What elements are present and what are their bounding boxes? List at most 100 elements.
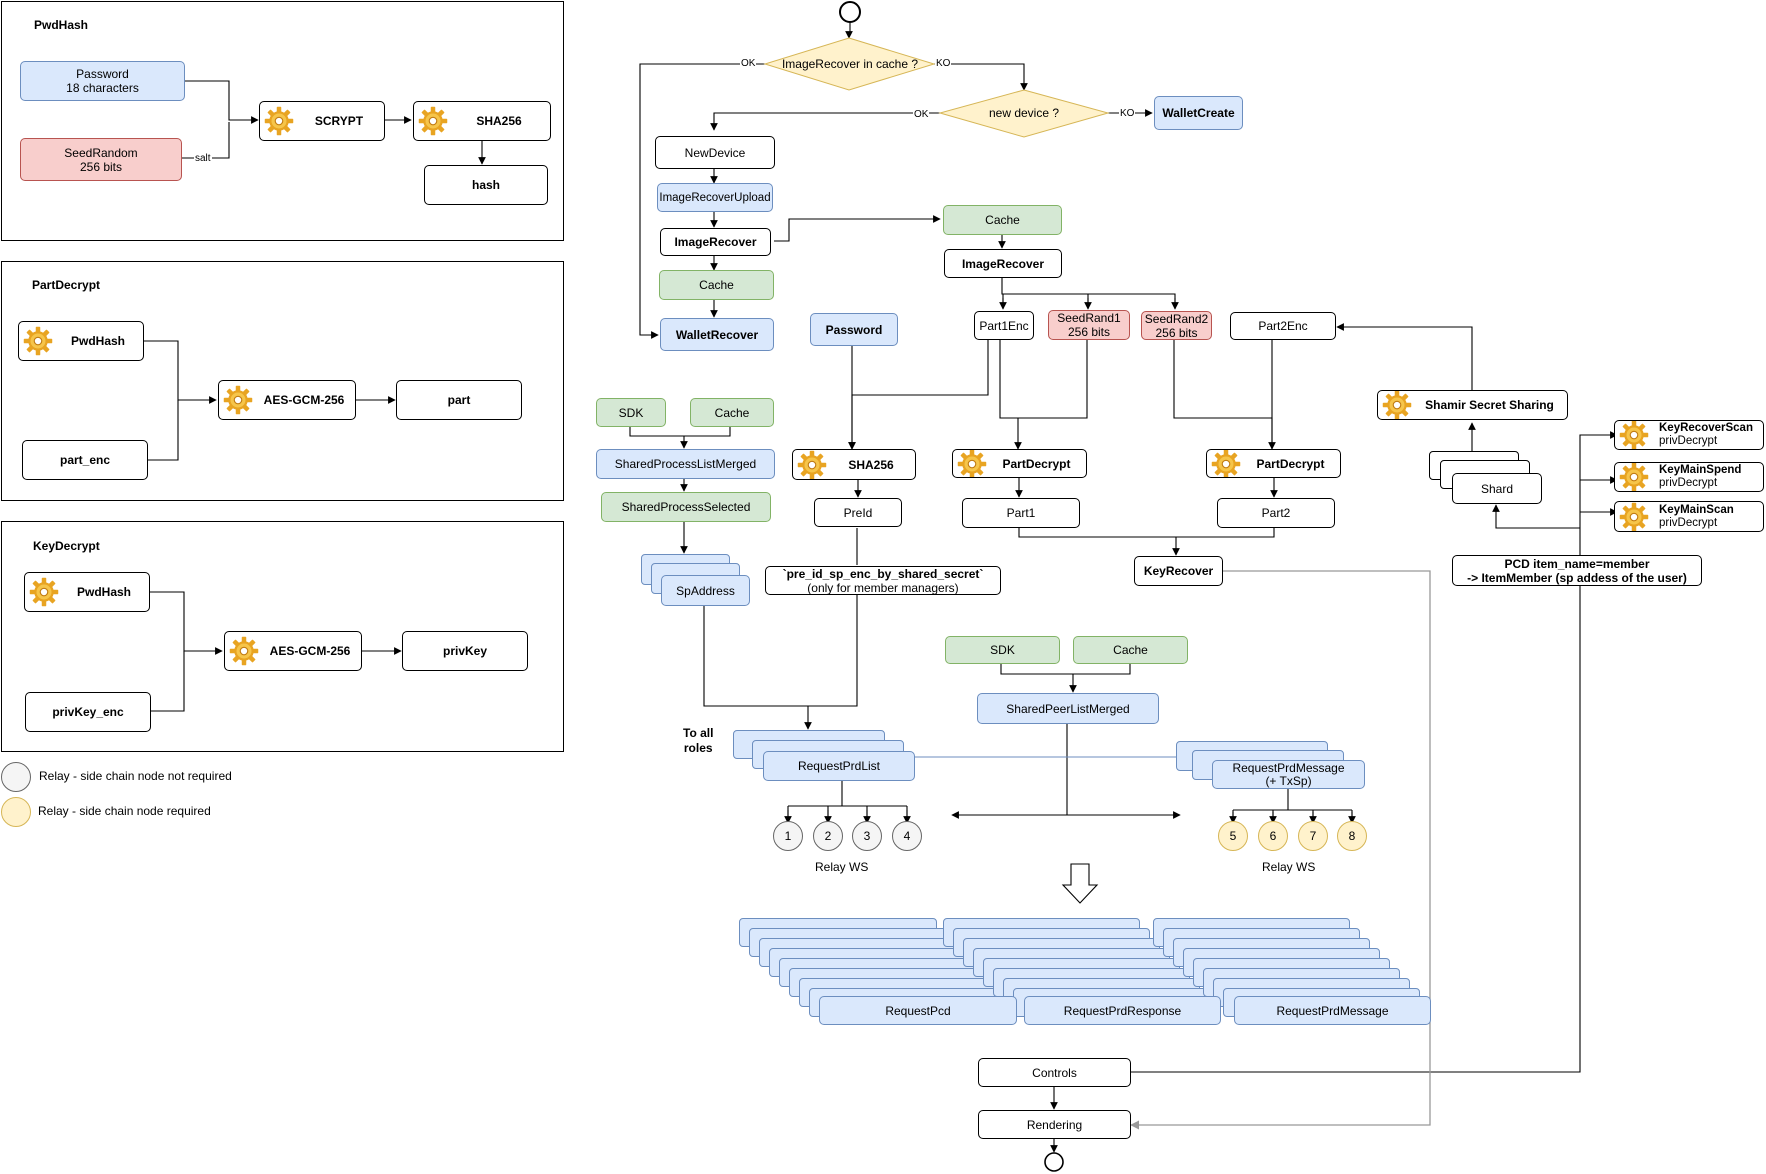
request-prd-list-node[interactable]: RequestPrdList: [763, 751, 915, 781]
wallet-create-node[interactable]: WalletCreate: [1154, 96, 1243, 130]
hollow-down-arrow: [1061, 863, 1099, 904]
shard-node[interactable]: Shard: [1452, 473, 1542, 504]
part1-node[interactable]: Part1: [962, 498, 1080, 528]
decision-device[interactable]: new device ?: [988, 106, 1060, 120]
part2-node[interactable]: Part2: [1217, 498, 1335, 528]
image-recover-node-1[interactable]: ImageRecover: [660, 228, 771, 256]
sp-address-node[interactable]: SpAddress: [661, 575, 750, 606]
frame-pwdhash: [1, 1, 564, 241]
gear-icon: [418, 106, 448, 136]
scrypt-node[interactable]: SCRYPT: [259, 101, 385, 141]
relay-node-3[interactable]: 3: [852, 821, 882, 851]
shamir-node[interactable]: Shamir Secret Sharing: [1377, 390, 1568, 420]
key-node-1[interactable]: KeyRecoverScan privDecrypt: [1614, 420, 1764, 450]
image-recover-upload-node[interactable]: ImageRecoverUpload: [657, 183, 773, 212]
sha256-node[interactable]: SHA256: [413, 101, 551, 141]
new-device-node[interactable]: NewDevice: [655, 136, 775, 169]
preid-node[interactable]: PreId: [814, 498, 902, 527]
controls-node[interactable]: Controls: [978, 1058, 1131, 1087]
seedrand2-sublabel: 256 bits: [1155, 325, 1198, 340]
pcd-item-member-node[interactable]: PCD item_name=member -> ItemMember (sp a…: [1452, 555, 1702, 586]
seedrand2-node[interactable]: SeedRand2 256 bits: [1141, 311, 1212, 340]
key-node-3[interactable]: KeyMainScan privDecrypt: [1614, 501, 1764, 532]
privkey-node[interactable]: privKey: [402, 631, 528, 671]
wallet-recover-node[interactable]: WalletRecover: [660, 318, 774, 351]
gear-icon: [1619, 462, 1649, 492]
cache-node-1[interactable]: Cache: [659, 270, 774, 300]
frame-keydecrypt: [1, 521, 564, 752]
gear-icon: [29, 577, 59, 607]
relay-node-5[interactable]: 5: [1218, 821, 1248, 851]
edge-pwdhash-aes2: [149, 591, 223, 655]
edge-cache4-peer: [1073, 663, 1131, 675]
shared-peer-list-merged-node[interactable]: SharedPeerListMerged: [977, 693, 1159, 724]
pre-id-shared-secret-node[interactable]: `pre_id_sp_enc_by_shared_secret` (only f…: [765, 566, 1001, 595]
shamir-label: Shamir Secret Sharing: [1425, 398, 1554, 412]
part-decrypt-label-1: PartDecrypt: [1002, 456, 1071, 471]
key-sub-3: privDecrypt: [1659, 516, 1718, 529]
edge-cache3-merged: [684, 426, 731, 437]
pwdhash-node-2[interactable]: PwdHash: [24, 572, 150, 612]
password-label: Password: [76, 67, 129, 81]
cache-node-3[interactable]: Cache: [690, 398, 774, 427]
key-node-2[interactable]: KeyMainSpend privDecrypt: [1614, 462, 1764, 492]
seedrand1-node[interactable]: SeedRand1 256 bits: [1048, 310, 1130, 340]
part-decrypt-node-2[interactable]: PartDecrypt: [1206, 449, 1341, 478]
cache-node-2[interactable]: Cache: [943, 205, 1062, 235]
edge-controls-pcd: [1130, 586, 1581, 1073]
decision-cache[interactable]: ImageRecover in cache ?: [781, 57, 919, 71]
pwdhash-node-1[interactable]: PwdHash: [18, 321, 144, 361]
decision-device-shape: [938, 89, 1110, 138]
sdk-node-2[interactable]: SDK: [945, 636, 1060, 664]
relay-node-4[interactable]: 4: [892, 821, 922, 851]
edge-shamir-part2enc: [1336, 323, 1473, 390]
edge-pwdhash-aes1: [143, 340, 217, 404]
aes-gcm-node-1[interactable]: AES-GCM-256: [218, 380, 356, 420]
part-decrypt-node-1[interactable]: PartDecrypt: [952, 449, 1087, 478]
frame-partdecrypt: [1, 261, 564, 501]
seedrand2-label: SeedRand2: [1144, 311, 1209, 326]
request-prd-message-line-2: (+ TxSp): [1265, 773, 1312, 788]
request-pcd-node[interactable]: RequestPcd: [819, 996, 1017, 1025]
device-q-ko-label: KO: [1119, 108, 1136, 119]
edge-cacheq-ok: [639, 63, 765, 339]
relay-node-7[interactable]: 7: [1298, 821, 1328, 851]
key-recover-node[interactable]: KeyRecover: [1134, 556, 1223, 586]
request-prd-message-node[interactable]: RequestPrdMessage (+ TxSp): [1212, 760, 1365, 789]
aes-gcm-node-2[interactable]: AES-GCM-256: [224, 631, 362, 671]
request-prd-message-line-1: RequestPrdMessage: [1232, 760, 1345, 775]
edge-partenc-aes1: [147, 400, 179, 461]
password-node[interactable]: Password 18 characters: [20, 61, 185, 101]
image-recover-node-2[interactable]: ImageRecover: [944, 249, 1062, 278]
relay-node-6[interactable]: 6: [1258, 821, 1288, 851]
part-enc-node[interactable]: part_enc: [22, 440, 148, 480]
edge-image-cache2: [774, 215, 941, 242]
edge-keyrecover-rendering: [1130, 570, 1431, 1130]
cache-node-4[interactable]: Cache: [1073, 636, 1188, 664]
rendering-node[interactable]: Rendering: [978, 1110, 1131, 1139]
part1enc-node[interactable]: Part1Enc: [974, 311, 1034, 340]
hash-node[interactable]: hash: [424, 165, 548, 205]
relay-node-8[interactable]: 8: [1337, 821, 1367, 851]
key-sub-2: privDecrypt: [1659, 477, 1718, 489]
edge-seed1-pd1: [1018, 340, 1088, 419]
part-node[interactable]: part: [396, 380, 522, 420]
gear-icon: [229, 636, 259, 666]
part2enc-node[interactable]: Part2Enc: [1230, 312, 1336, 340]
legend-yellow-circle: [1, 797, 31, 827]
password-node-main[interactable]: Password: [810, 313, 898, 346]
end-node: [1044, 1152, 1064, 1172]
salt-label: salt: [194, 153, 212, 164]
shared-process-list-merged-node[interactable]: SharedProcessListMerged: [596, 449, 775, 479]
seed-random-label: SeedRandom: [64, 145, 138, 160]
request-prd-response-node[interactable]: RequestPrdResponse: [1024, 996, 1221, 1025]
privkey-enc-node[interactable]: privKey_enc: [25, 692, 151, 732]
request-prd-message-node-2[interactable]: RequestPrdMessage: [1234, 996, 1431, 1025]
sdk-node-1[interactable]: SDK: [596, 398, 666, 427]
seed-random-node[interactable]: SeedRandom 256 bits: [20, 138, 182, 181]
sha256-node-main[interactable]: SHA256: [792, 449, 916, 480]
shared-process-selected-node[interactable]: SharedProcessSelected: [601, 492, 771, 522]
to-all-roles-line-2: roles: [683, 741, 713, 755]
relay-node-2[interactable]: 2: [813, 821, 843, 851]
relay-node-1[interactable]: 1: [773, 821, 803, 851]
